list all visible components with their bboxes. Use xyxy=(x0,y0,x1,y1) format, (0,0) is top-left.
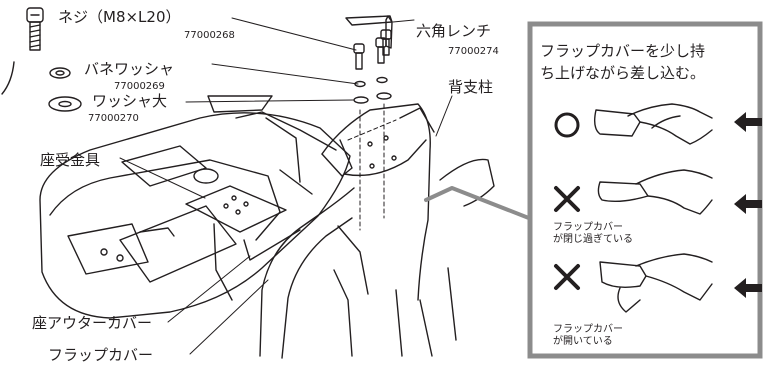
screw-code: 77000268 xyxy=(184,30,235,41)
hex-wrench-name: 六角レンチ xyxy=(416,22,492,40)
arrow-icons xyxy=(734,112,762,298)
exploded-screws xyxy=(353,29,392,104)
back-pillar-label: 背支柱 xyxy=(448,78,494,96)
hex-wrench-icon xyxy=(345,15,393,49)
inset-instruction-line2: ち上げながら差し込む。 xyxy=(540,64,706,82)
spring-washer-icon xyxy=(49,67,71,79)
large-washer-icon xyxy=(48,96,82,112)
back-pillar xyxy=(259,103,495,359)
spring-washer-name: バネワッシャ xyxy=(84,60,175,78)
hand-correct-illustration xyxy=(593,103,713,145)
large-washer-name: ワッシャ大 xyxy=(92,92,168,110)
inset-pointer xyxy=(424,186,546,226)
arrow-left-icon xyxy=(734,112,762,132)
wrong1-caption-line2: が閉じ過ぎている xyxy=(553,234,633,245)
flap-cover-label: フラップカバー xyxy=(48,346,154,364)
correct-mark-icon xyxy=(554,112,580,138)
inset-frame xyxy=(527,21,763,359)
wrong2-caption-line2: が開いている xyxy=(553,336,613,347)
seat-body xyxy=(39,95,351,319)
seat-bracket-label: 座受金具 xyxy=(40,151,101,169)
edge-curve xyxy=(1,61,15,95)
large-washer-code: 77000270 xyxy=(88,113,139,124)
inset-instruction-line1: フラップカバーを少し持 xyxy=(540,42,706,60)
screw-icon xyxy=(26,7,44,51)
seat-outer-cover-label: 座アウターカバー xyxy=(32,314,153,332)
wrong-mark-icon-2 xyxy=(554,264,580,290)
wrong1-caption-line1: フラップカバー xyxy=(553,222,623,233)
hex-wrench-code: 77000274 xyxy=(448,46,499,57)
screw-name: ネジ（M8×L20） xyxy=(58,8,181,26)
hand-wrong2-illustration xyxy=(599,253,713,313)
hand-wrong1-illustration xyxy=(597,169,713,215)
wrong-mark-icon xyxy=(554,186,580,212)
spring-washer-code: 77000269 xyxy=(114,81,165,92)
arrow-left-icon-2 xyxy=(734,194,762,214)
wrong2-caption-line1: フラップカバー xyxy=(553,324,623,335)
arrow-left-icon-3 xyxy=(734,278,762,298)
